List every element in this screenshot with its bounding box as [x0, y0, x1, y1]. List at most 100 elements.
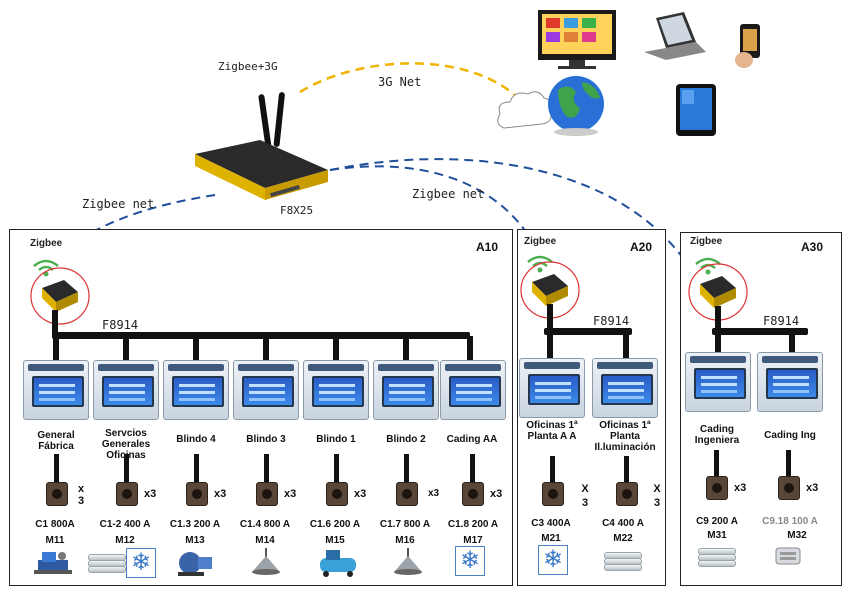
bus-drop: [193, 336, 199, 360]
monitor-icon: [538, 10, 616, 69]
bus-label-a30: F8914: [763, 314, 800, 328]
globe-icon: [548, 76, 604, 136]
breaker-rating: C9 200 A: [696, 516, 738, 527]
wire: [786, 450, 791, 476]
current-transformer-icon: [186, 482, 208, 506]
meter-id: M17: [463, 535, 483, 546]
current-transformer-icon: [116, 482, 138, 506]
current-transformer-icon: [396, 482, 418, 506]
bus-drop-gateway-a10: [52, 310, 58, 335]
bus-drop: [123, 336, 129, 360]
bus-label-a20: F8914: [593, 314, 630, 328]
meter-id: M31: [707, 530, 727, 541]
snowflake-icon: ❄: [538, 545, 568, 575]
ct-multiplier: x3: [354, 488, 367, 500]
panel-title-a10: A10: [476, 240, 499, 254]
energy-meter-m16: [373, 360, 439, 420]
energy-meter-m15: [303, 360, 369, 420]
compressor-icon: [320, 550, 356, 577]
current-transformer-icon: [46, 482, 68, 506]
energy-meter-m21: [519, 358, 585, 418]
meter-name: Blindo 3: [246, 434, 286, 445]
bus-drop: [53, 336, 59, 360]
zigbee-label-a10: Zigbee: [30, 238, 63, 249]
pipes-icon: [698, 548, 736, 567]
heater-icon: [775, 547, 801, 565]
breaker-rating: C4 400 A: [602, 518, 644, 529]
meter-id: M11: [45, 535, 65, 546]
wire: [264, 454, 269, 484]
meter-id: M32: [787, 530, 807, 541]
energy-meter-m13: [163, 360, 229, 420]
meter-id: M13: [185, 535, 205, 546]
ct-multiplier: x3: [490, 488, 503, 500]
wire: [470, 454, 475, 484]
meter-name: Oficinas 1ª Planta Il.luminación: [594, 420, 656, 453]
link-zigbee-a30: [329, 158, 701, 286]
bus-drop: [333, 336, 339, 360]
current-transformer-icon: [462, 482, 484, 506]
meter-id: M21: [541, 533, 561, 544]
pipes-icon: [88, 554, 126, 573]
meter-name: Cading AA: [446, 434, 498, 445]
current-transformer-icon: [326, 482, 348, 506]
current-transformer-icon: [542, 482, 564, 506]
energy-meter-m11: [23, 360, 89, 420]
breaker-rating: C1.6 200 A: [309, 519, 361, 530]
zigbee-label-a30: Zigbee: [690, 236, 723, 247]
bus-a30: [712, 328, 808, 335]
ct-multiplier: x 3: [77, 483, 85, 507]
bus-label-a10: F8914: [102, 318, 139, 332]
breaker-rating: C1.3 200 A: [169, 519, 221, 530]
meter-name: Cading Ing: [764, 430, 816, 441]
ct-multiplier: x3: [428, 488, 440, 499]
gateway-a20: [520, 255, 580, 319]
router-top-label: Zigbee+3G: [218, 60, 278, 73]
router-model: F8X25: [280, 204, 314, 217]
meter-id: M14: [255, 535, 275, 546]
lamp-icon: [394, 548, 422, 575]
ct-multiplier: x3: [734, 482, 747, 494]
bus-drop-gateway-a30: [715, 306, 721, 330]
wire: [124, 454, 129, 484]
ct-multiplier: x3: [806, 482, 819, 494]
energy-meter-m17: [440, 360, 506, 420]
wire: [194, 454, 199, 484]
ct-multiplier: x3: [284, 488, 297, 500]
pump-icon: [178, 552, 212, 576]
meter-name: General Fábrica: [37, 430, 75, 452]
wire: [624, 456, 629, 486]
lamp-icon: [252, 548, 280, 575]
bus-drop: [403, 336, 409, 360]
energy-meter-m14: [233, 360, 299, 420]
snowflake-icon: ❄: [455, 546, 485, 576]
wire: [54, 454, 59, 484]
label-zigbee-net-left: Zigbee net: [82, 197, 155, 211]
meter-id: M22: [613, 533, 633, 544]
meter-name: Oficinas 1ª Planta A A: [526, 420, 578, 442]
current-transformer-icon: [706, 476, 728, 500]
ct-multiplier: X 3: [653, 483, 661, 509]
zigbee-label-a20: Zigbee: [524, 236, 557, 247]
label-zigbee-net-right: Zigbee net: [412, 187, 485, 201]
ct-multiplier: X 3: [581, 483, 589, 509]
meter-name: Blindo 1: [316, 434, 356, 445]
bus-drop: [547, 332, 553, 360]
panel-title-a30: A30: [801, 240, 824, 254]
breaker-rating: C1-2 400 A: [99, 519, 151, 530]
breaker-rating: C9.18 100 A: [762, 516, 818, 527]
bus-drop: [715, 332, 721, 354]
meter-name: Cading Ingeniera: [694, 424, 740, 446]
ct-multiplier: x3: [144, 488, 157, 500]
label-3g-net: 3G Net: [378, 75, 422, 89]
bus-drop: [623, 332, 629, 360]
current-transformer-icon: [616, 482, 638, 506]
breaker-rating: C1.4 800 A: [239, 519, 291, 530]
breaker-rating: C1.8 200 A: [447, 519, 499, 530]
router-icon: [195, 92, 328, 200]
breaker-rating: C1.7 800 A: [379, 519, 431, 530]
meter-name: Blindo 2: [386, 434, 426, 445]
bus-a20: [544, 328, 632, 335]
wire: [334, 454, 339, 484]
ct-multiplier: x3: [214, 488, 227, 500]
